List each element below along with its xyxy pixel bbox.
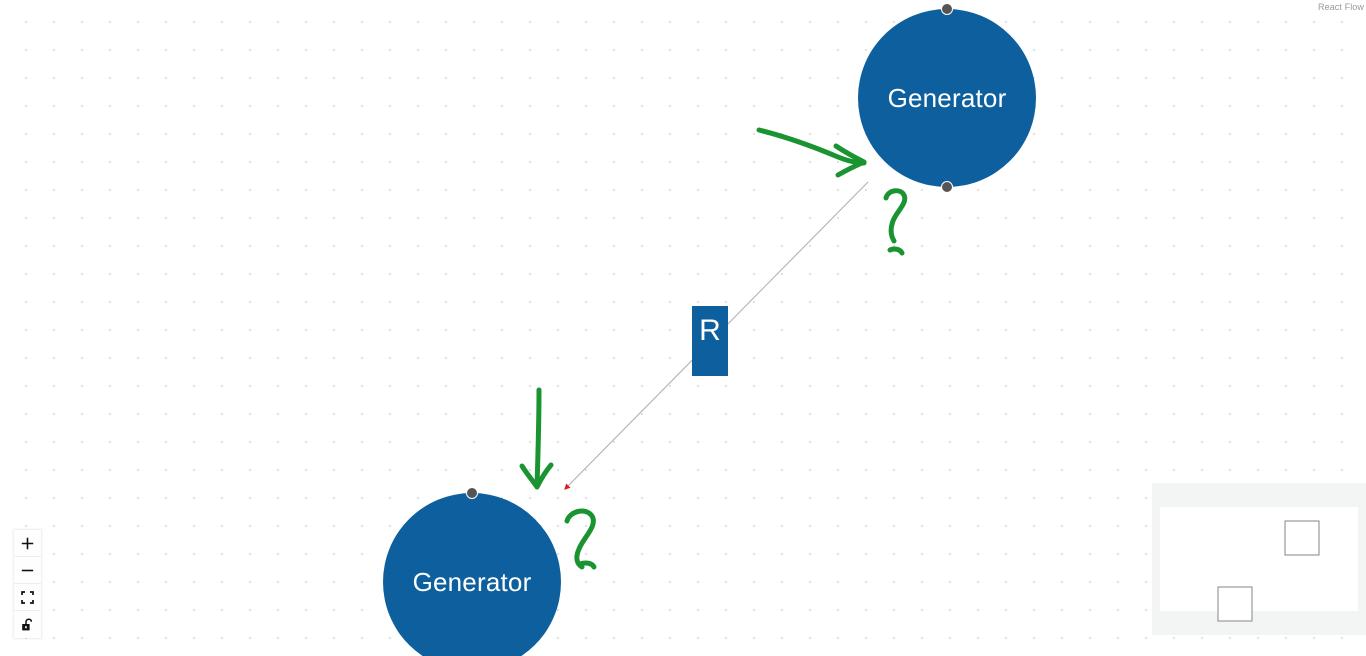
edge-label-r[interactable]: R [692,306,728,376]
minus-icon [21,569,34,571]
react-flow-minimap[interactable] [1152,483,1366,635]
minimap-node[interactable] [1217,586,1253,622]
handle-source-bottom[interactable] [941,181,953,193]
annotation-question-mark-bottom [564,508,597,570]
node-generator-bottom[interactable]: Generator [383,487,561,656]
node-circle[interactable]: Generator [858,9,1036,187]
handle-target-top[interactable] [941,3,953,15]
minimap-viewport-mask [1160,507,1358,611]
handle-target-top[interactable] [466,487,478,499]
node-circle[interactable]: Generator [383,493,561,656]
annotation-question-mark-top [883,188,908,256]
fit-view-button[interactable] [14,584,41,611]
react-flow-attribution[interactable]: React Flow [1317,2,1364,12]
fit-view-icon [21,590,34,604]
minimap-node[interactable] [1284,520,1320,556]
node-generator-top[interactable]: Generator [858,3,1036,193]
zoom-out-button[interactable] [14,557,41,584]
plus-icon [21,537,34,549]
node-label: Generator [887,82,1007,113]
edge-label-text: R [699,314,721,347]
annotation-arrow-to-top-generator [756,127,867,178]
unlock-icon [22,617,33,630]
react-flow-controls[interactable] [14,530,41,638]
toggle-interactivity-button[interactable] [14,611,41,638]
annotation-arrow-to-bottom-generator [519,387,554,490]
node-label: Generator [412,566,532,597]
zoom-in-button[interactable] [14,530,41,557]
minimap-svg[interactable] [1152,483,1366,635]
